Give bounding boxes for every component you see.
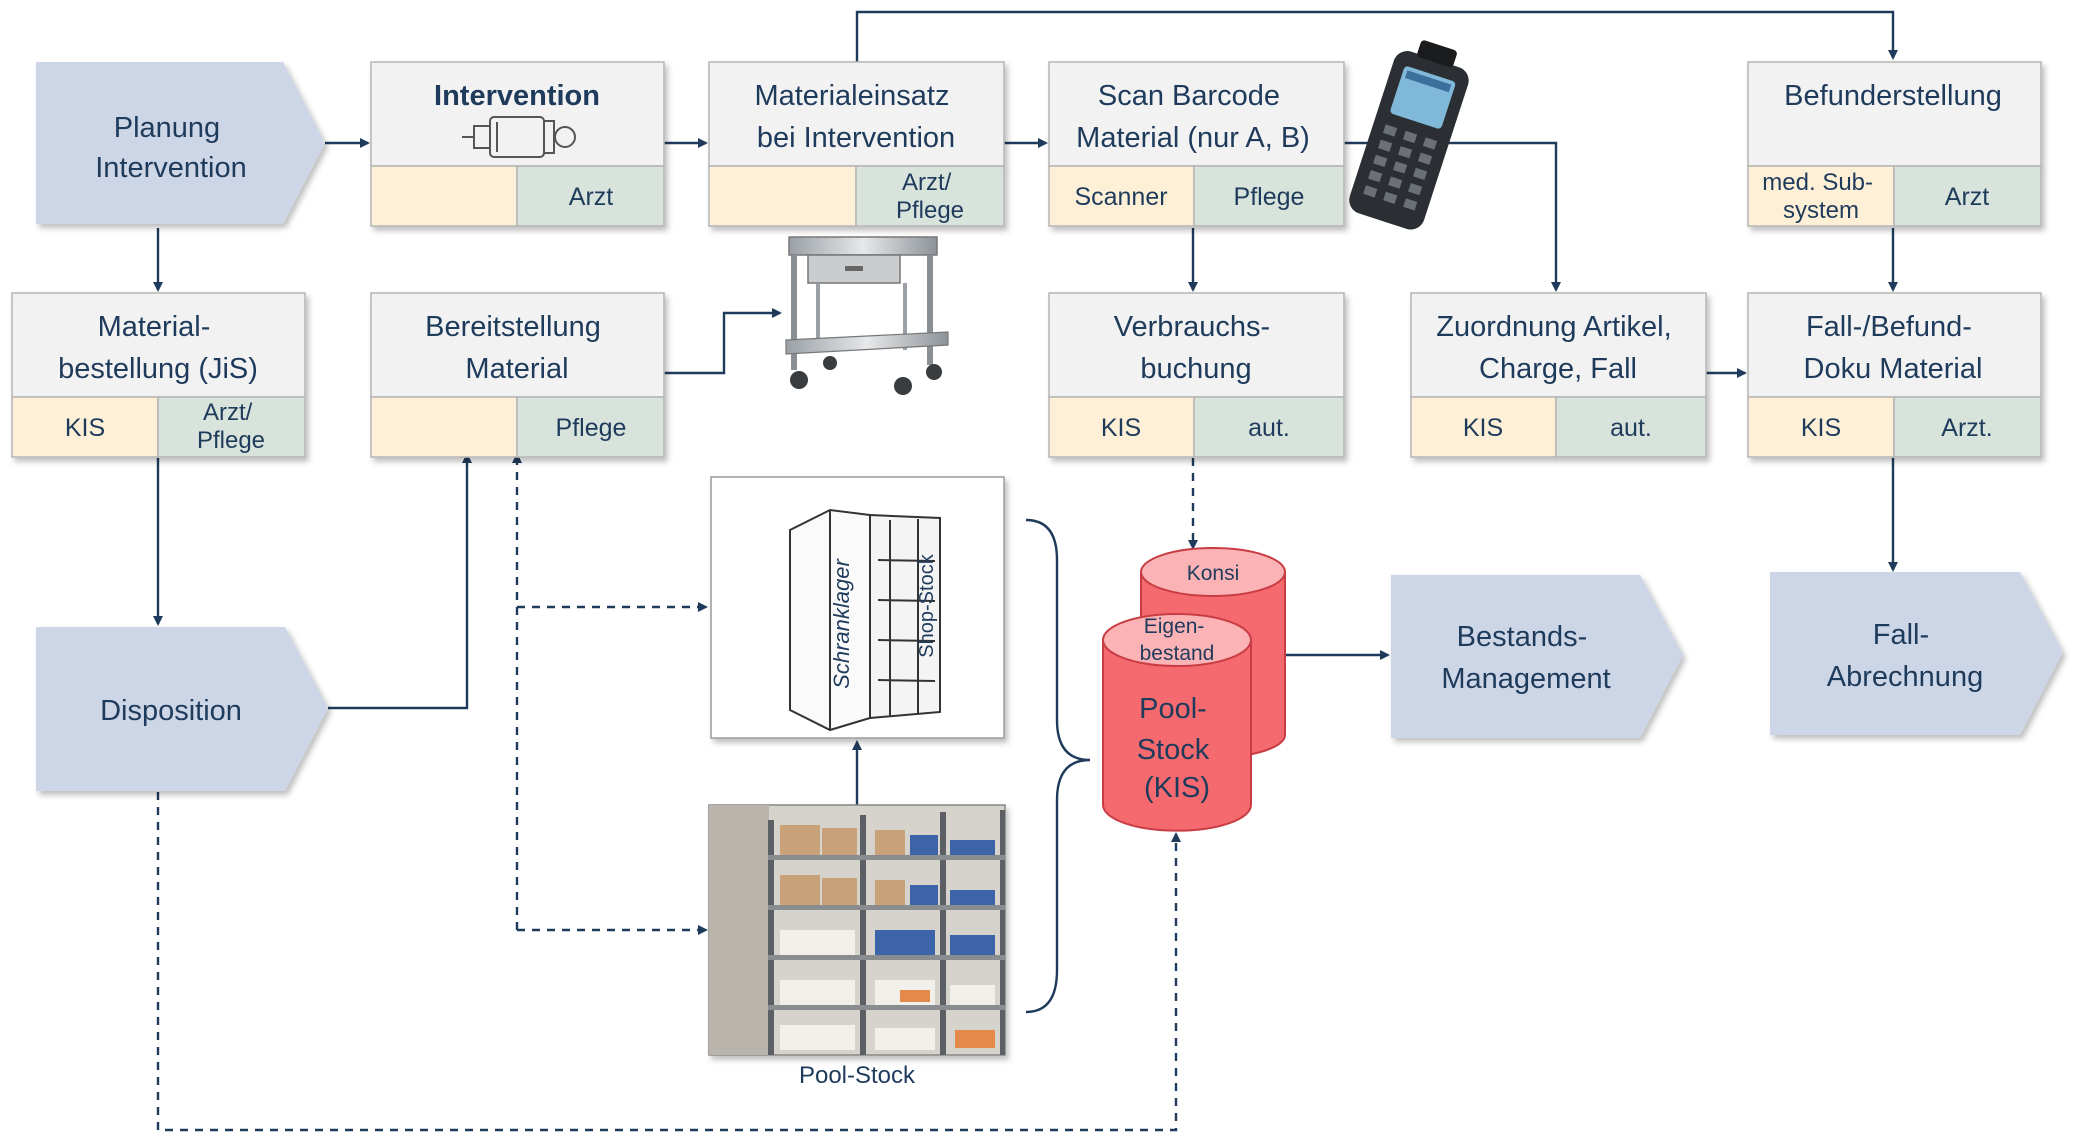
box-role: Arzt/ Pflege xyxy=(896,169,964,224)
syringe-icon xyxy=(462,116,576,158)
chevron-bestand: Bestands- Management xyxy=(1391,575,1683,738)
box-title: Fall-/Befund- Doku Material xyxy=(1804,311,1983,385)
chevron-planung: Planung Intervention xyxy=(36,62,325,224)
box-system: KIS xyxy=(65,414,105,442)
cabinet-icon xyxy=(789,508,941,732)
box-verbrauch: Verbrauchs- buchung KIS aut. xyxy=(1048,292,1345,458)
box-system: KIS xyxy=(1101,414,1141,442)
box-bereitstellung: Bereitstellung Material Pflege xyxy=(370,292,665,458)
box-system: KIS xyxy=(1801,414,1841,442)
box-title: Materialeinsatz bei Intervention xyxy=(754,80,957,154)
box-befund: Befunderstellung med. Sub- system Arzt xyxy=(1747,61,2042,227)
box-role: Pflege xyxy=(556,414,627,442)
chevron-label: Planung Intervention xyxy=(95,112,247,184)
chevron-label: Disposition xyxy=(100,695,242,727)
box-title: Verbrauchs- buchung xyxy=(1114,311,1278,385)
cabinet-image: Schranklager Shop-Stock xyxy=(710,476,1005,739)
box-materialbestellung: Material- bestellung (JiS) KIS Arzt/ Pfl… xyxy=(11,292,306,458)
chevron-disposition: Disposition xyxy=(36,627,328,791)
shelves-icon xyxy=(709,805,1005,1055)
cylinder-pool: Eigen- bestand Pool- Stock (KIS) xyxy=(1102,613,1252,832)
pool-stock-photo xyxy=(708,804,1006,1056)
box-title: Befunderstellung xyxy=(1784,80,2002,112)
box-title: Bereitstellung Material xyxy=(425,311,609,385)
box-falldoku: Fall-/Befund- Doku Material KIS Arzt. xyxy=(1747,292,2042,458)
scanner-icon xyxy=(1349,40,1469,230)
chevron-label: Bestands- Management xyxy=(1441,621,1610,695)
box-role: aut. xyxy=(1248,414,1290,442)
cabinet-label-right: Shop-Stock xyxy=(916,553,938,657)
box-title: Zuordnung Artikel, Charge, Fall xyxy=(1436,311,1679,385)
box-materialeinsatz: Materialeinsatz bei Intervention Arzt/ P… xyxy=(708,61,1005,227)
box-role: Arzt xyxy=(1945,183,1990,211)
box-title: Intervention xyxy=(434,80,600,112)
cabinet-label-left: Schranklager xyxy=(829,558,854,689)
box-role: Arzt. xyxy=(1941,414,1992,442)
box-zuordnung: Zuordnung Artikel, Charge, Fall KIS aut. xyxy=(1410,292,1707,458)
box-intervention: Intervention Arzt xyxy=(370,61,665,227)
box-scan: Scan Barcode Material (nur A, B) Scanner… xyxy=(1048,61,1345,227)
box-system: KIS xyxy=(1463,414,1503,442)
cylinder-sublabel: Eigen- bestand xyxy=(1140,615,1215,665)
box-role: Arzt/ Pflege xyxy=(197,399,265,454)
box-role: Pflege xyxy=(1234,183,1305,211)
box-role: Arzt xyxy=(569,183,614,211)
chevron-label: Fall- Abrechnung xyxy=(1827,619,1983,693)
box-system: med. Sub- system xyxy=(1762,169,1879,224)
cylinder-label: Pool- Stock (KIS) xyxy=(1137,693,1218,804)
box-title: Scan Barcode Material (nur A, B) xyxy=(1076,80,1310,154)
box-system: Scanner xyxy=(1074,183,1167,211)
box-title: Material- bestellung (JiS) xyxy=(58,311,258,385)
box-role: aut. xyxy=(1610,414,1652,442)
chevron-abrechnung: Fall- Abrechnung xyxy=(1770,572,2063,735)
pool-stock-caption: Pool-Stock xyxy=(799,1062,916,1089)
connectors xyxy=(153,10,1898,1132)
trolley-icon xyxy=(785,236,949,395)
cylinder-label: Konsi xyxy=(1187,562,1240,585)
